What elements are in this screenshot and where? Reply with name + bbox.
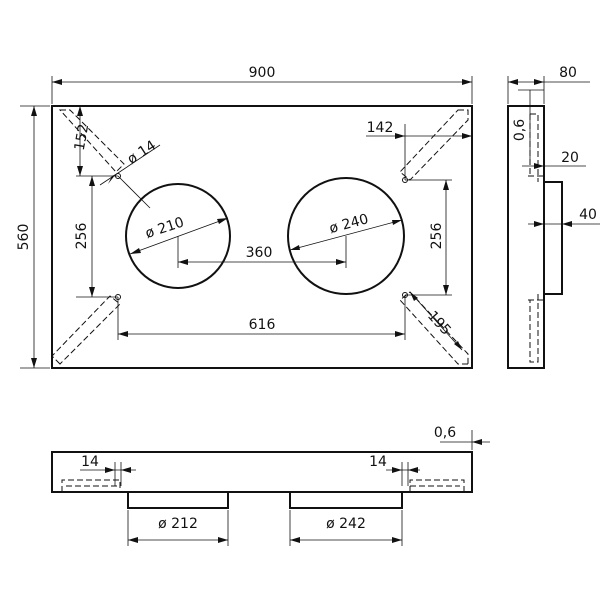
bottom-collar-left: [127, 491, 229, 509]
collar-label: 40: [579, 207, 597, 223]
circle-right-opening: [287, 177, 405, 295]
circle-left-opening: [125, 183, 231, 289]
dim-side-sheet: [518, 89, 544, 160]
dim-corner-offset-right: [366, 124, 472, 180]
side-plate-outline: [507, 105, 545, 369]
right-collar-label: ø 242: [326, 516, 366, 532]
bottom-hidden-lines: [61, 479, 465, 492]
dim-circle-spacing: [177, 236, 347, 268]
side-sheet-label: 0,6: [512, 119, 528, 141]
step-label: 20: [561, 150, 579, 166]
hole-diameter-label: ø 14: [125, 137, 160, 167]
dim-circle-left: [129, 217, 229, 255]
depth-label: 80: [559, 65, 577, 81]
dim-step: [522, 163, 586, 169]
dim-right-collar: [289, 510, 403, 546]
dim-circle-right: [289, 219, 403, 251]
left-collar-label: ø 212: [158, 516, 198, 532]
right-hole-label: 14: [369, 454, 387, 470]
left-vertical-label: 256: [74, 223, 90, 250]
bracket-bottom-left: [51, 295, 121, 365]
dim-collar: [528, 221, 600, 227]
bottom-collar-right: [289, 491, 403, 509]
bracket-top-left: [58, 109, 125, 173]
dim-hole-diameter: [99, 144, 161, 209]
front-view: 900 560 152 ø 14: [16, 65, 473, 369]
right-vertical-label: 256: [429, 223, 445, 250]
side-view: 80 0,6 20 40: [507, 65, 600, 369]
left-hole-label: 14: [81, 454, 99, 470]
corner-offset-right-label: 142: [367, 120, 394, 136]
corner-offset-label: 152: [72, 123, 92, 152]
hole-spacing-label: 616: [249, 317, 276, 333]
circle-spacing-label: 360: [246, 245, 273, 261]
dim-depth: [507, 76, 590, 104]
dim-left-collar: [127, 510, 229, 546]
bottom-plate-outline: [51, 451, 473, 493]
bottom-sheet-label: 0,6: [434, 425, 456, 441]
dim-bracket: [409, 291, 463, 351]
height-label: 560: [16, 224, 32, 251]
circle-left-label: ø 210: [143, 214, 186, 242]
dim-width: [51, 76, 473, 104]
side-hidden-lines: [528, 113, 544, 363]
bottom-view: 0,6 14 14 ø 212: [51, 425, 490, 546]
dim-left-vertical: [76, 176, 118, 298]
dim-hole-spacing: [117, 295, 406, 340]
dim-bottom-sheet: [440, 430, 490, 450]
circle-right-label: ø 240: [328, 211, 371, 237]
bracket-top-right: [399, 109, 469, 181]
front-plate-outline: [51, 105, 473, 369]
dim-left-hole: [80, 462, 136, 486]
dim-height: [20, 105, 50, 369]
dim-right-hole: [386, 462, 420, 486]
dim-corner-offset: [76, 106, 118, 177]
side-collar-outline: [543, 181, 563, 295]
width-label: 900: [249, 65, 276, 81]
